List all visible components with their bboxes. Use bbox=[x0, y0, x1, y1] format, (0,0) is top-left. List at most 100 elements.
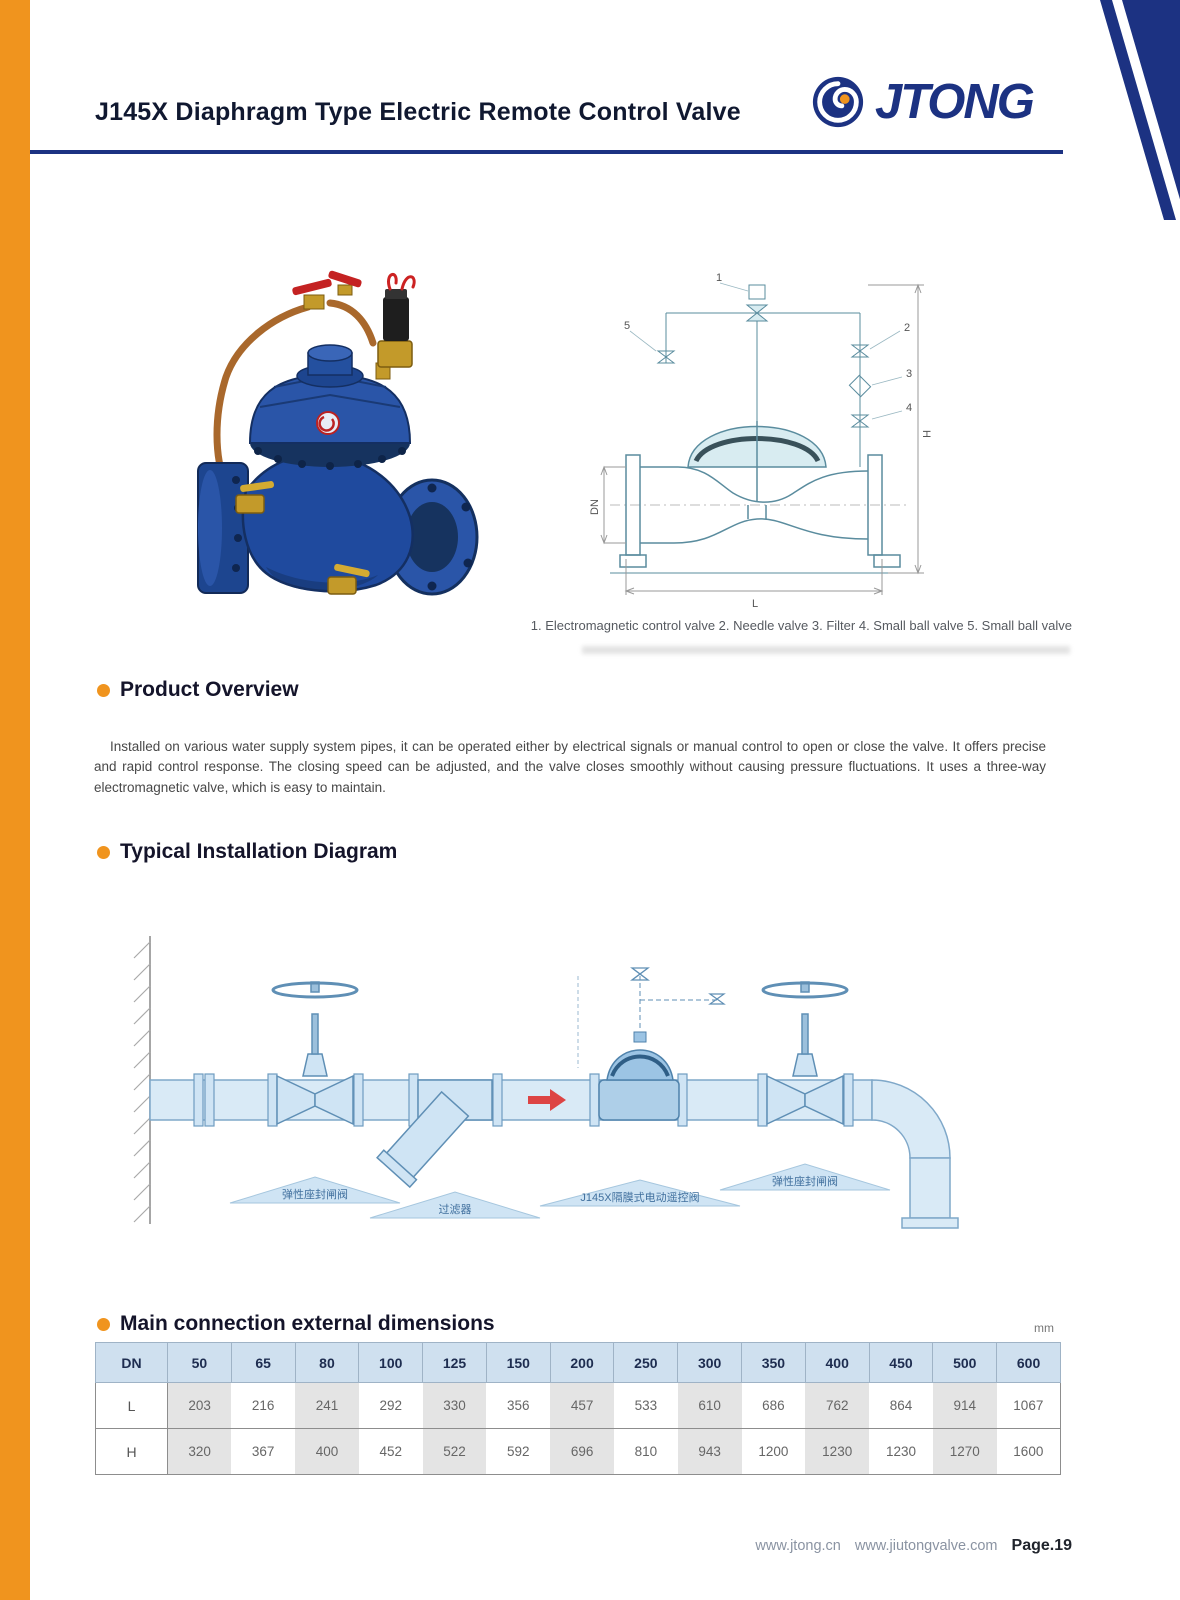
overview-body: Installed on various water supply system… bbox=[94, 739, 1046, 795]
valve-body bbox=[241, 453, 414, 593]
product-photo-illustration bbox=[197, 270, 479, 596]
dimensions-heading: Main connection external dimensions bbox=[120, 1312, 495, 1335]
gate-valve-left bbox=[271, 981, 359, 1126]
solenoid-symbol-icon bbox=[630, 967, 650, 981]
callout-1: 1 bbox=[716, 272, 722, 284]
dimension-value: 696 bbox=[550, 1428, 614, 1475]
dimension-value: 1200 bbox=[741, 1428, 806, 1475]
col-header-value: 450 bbox=[868, 1342, 934, 1383]
callout-2: 2 bbox=[904, 322, 910, 334]
corner-slash-decoration bbox=[1100, 0, 1180, 220]
callout-triangles bbox=[229, 1163, 891, 1219]
jtong-logo: JTONG bbox=[810, 74, 1035, 130]
dimension-value: 452 bbox=[358, 1428, 423, 1475]
page-number: Page.19 bbox=[1011, 1537, 1072, 1554]
overview-section-heading: Product Overview bbox=[97, 678, 299, 702]
dimension-value: 292 bbox=[358, 1382, 423, 1429]
col-header-value: 300 bbox=[677, 1342, 743, 1383]
figure-caption: 1. Electromagnetic control valve 2. Need… bbox=[530, 618, 1072, 633]
solenoid-valve bbox=[375, 273, 416, 380]
pilot-circuit bbox=[629, 282, 903, 467]
col-header-dn: DN bbox=[95, 1342, 168, 1383]
section-bullet-icon bbox=[97, 1317, 110, 1331]
needle-valve-handles bbox=[292, 270, 362, 310]
dimensions-section-heading: Main connection external dimensions bbox=[97, 1312, 495, 1336]
callout-4: 4 bbox=[906, 402, 912, 414]
ball-valve-bottom bbox=[327, 563, 370, 595]
dimension-value: 367 bbox=[231, 1428, 296, 1475]
caption-smudge bbox=[582, 646, 1070, 654]
installation-diagram: 弹性座封闸阀 过滤器 J145X隔膜式电动遥控阀 弹性座封闸阀 bbox=[110, 928, 1000, 1240]
installation-section-heading: Typical Installation Diagram bbox=[97, 840, 397, 864]
col-header-value: 80 bbox=[294, 1342, 360, 1383]
col-header-value: 200 bbox=[549, 1342, 615, 1383]
dimension-value: 522 bbox=[422, 1428, 487, 1475]
dimension-value: 457 bbox=[550, 1382, 614, 1429]
dimension-value: 320 bbox=[167, 1428, 232, 1475]
section-bullet-icon bbox=[97, 845, 110, 859]
dimension-value: 762 bbox=[805, 1382, 870, 1429]
control-valve bbox=[577, 967, 726, 1121]
ball-valve-left bbox=[235, 481, 275, 514]
row-header: L bbox=[95, 1382, 168, 1429]
dimension-value: 241 bbox=[295, 1382, 359, 1429]
col-header-value: 400 bbox=[804, 1342, 870, 1383]
dimension-value: 1600 bbox=[996, 1428, 1061, 1475]
footer-url-2: www.jiutongvalve.com bbox=[854, 1538, 998, 1554]
dimension-value: 356 bbox=[486, 1382, 551, 1429]
dimension-value: 216 bbox=[231, 1382, 296, 1429]
dim-l-label: L bbox=[752, 598, 758, 610]
diagram-label-filter: 过滤器 bbox=[438, 1204, 472, 1216]
col-header-value: 600 bbox=[996, 1342, 1061, 1383]
dimension-value: 1067 bbox=[996, 1382, 1061, 1429]
handwheel-icon bbox=[271, 981, 359, 999]
dimension-value: 330 bbox=[422, 1382, 487, 1429]
col-header-value: 50 bbox=[167, 1342, 232, 1383]
dim-h-label: H bbox=[920, 430, 932, 438]
col-header-value: 125 bbox=[422, 1342, 487, 1383]
gate-valve-right bbox=[761, 981, 849, 1126]
footer: www.jtong.cn www.jiutongvalve.com Page.1… bbox=[755, 1537, 1072, 1555]
strainer bbox=[376, 1079, 493, 1189]
elbow bbox=[871, 1079, 951, 1159]
footer-url-1: www.jtong.cn bbox=[755, 1538, 841, 1554]
dimension-value: 1230 bbox=[869, 1428, 933, 1475]
col-header-value: 350 bbox=[741, 1342, 806, 1383]
dim-dn-label: DN bbox=[589, 499, 601, 515]
drawing-number-labels: 1 2 3 4 5 H L DN bbox=[589, 272, 932, 610]
diaphragm-bonnet bbox=[248, 344, 412, 470]
technical-drawing: 1 2 3 4 5 H L DN bbox=[589, 272, 932, 610]
dimension-value: 592 bbox=[486, 1428, 551, 1475]
dimension-lines bbox=[600, 283, 924, 595]
valve-cross-section bbox=[610, 421, 910, 574]
dimension-value: 864 bbox=[869, 1382, 933, 1429]
dimension-value: 1230 bbox=[805, 1428, 870, 1475]
diagram-label-right-valve: 弹性座封闸阀 bbox=[772, 1176, 838, 1188]
dimension-value: 943 bbox=[677, 1428, 742, 1475]
callout-5: 5 bbox=[624, 320, 630, 332]
dimension-value: 533 bbox=[613, 1382, 678, 1429]
left-accent-bar bbox=[0, 0, 30, 1600]
installation-heading: Typical Installation Diagram bbox=[120, 840, 398, 863]
dimension-value: 1270 bbox=[932, 1428, 997, 1475]
overview-heading: Product Overview bbox=[120, 678, 299, 701]
dimension-value: 203 bbox=[167, 1382, 232, 1429]
wall-hatch bbox=[133, 936, 151, 1224]
flanges bbox=[193, 1073, 854, 1127]
col-header-value: 500 bbox=[932, 1342, 998, 1383]
col-header-value: 65 bbox=[230, 1342, 296, 1383]
dimension-value: 914 bbox=[932, 1382, 997, 1429]
handwheel-icon bbox=[761, 981, 849, 999]
col-header-value: 150 bbox=[485, 1342, 551, 1383]
callout-3: 3 bbox=[906, 368, 912, 380]
col-header-value: 250 bbox=[613, 1342, 679, 1383]
installation-diagram-drawing bbox=[133, 936, 959, 1229]
diagram-label-left-valve: 弹性座封闸阀 bbox=[282, 1189, 348, 1201]
diagram-label-control-valve: J145X隔膜式电动遥控阀 bbox=[580, 1192, 700, 1204]
row-header: H bbox=[95, 1428, 168, 1475]
